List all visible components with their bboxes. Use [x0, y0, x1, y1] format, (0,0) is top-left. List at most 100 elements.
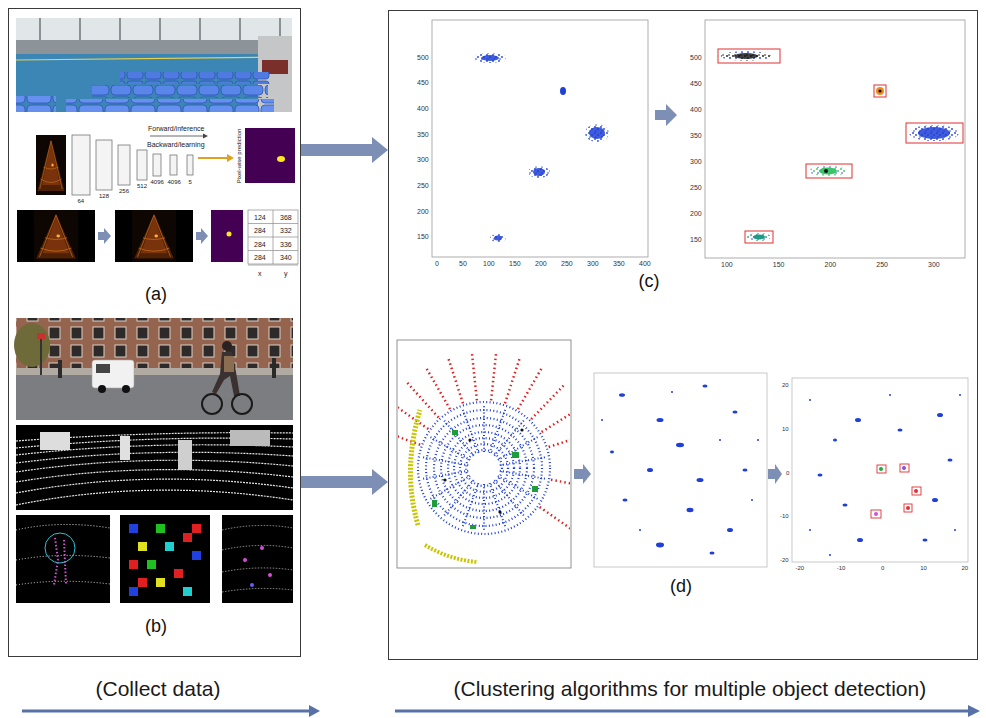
step-arrow — [655, 104, 677, 126]
segmentation-samples-part-part — [222, 525, 293, 530]
street-photo-part — [16, 368, 293, 375]
lidar-point-cloud-part-part-part — [426, 410, 542, 526]
lidar-point-cloud-part-part — [518, 368, 542, 410]
axis-tick: 350 — [690, 132, 702, 139]
lidar-point-cloud-part-part — [505, 358, 520, 404]
layer-size: 5 — [189, 179, 192, 185]
segmentation-samples-part-part — [183, 587, 192, 596]
lidar-scan — [16, 425, 293, 510]
lidar-scan-part — [178, 440, 192, 470]
lidar-point-cloud-part-part — [472, 353, 477, 401]
street-photo-part — [212, 352, 240, 396]
detected-objects-plot-part — [809, 394, 961, 556]
lidar-point-cloud-part-part-part — [466, 450, 502, 486]
street-photo-part — [16, 375, 293, 420]
network-diagram-part-part — [187, 155, 193, 175]
scatter-plot-clustered-part-part — [906, 123, 963, 143]
lidar-point-cloud-part-part — [549, 432, 570, 447]
detected-objects-plot-part-part — [829, 554, 831, 556]
lidar-point-cloud-part-part-part — [448, 432, 520, 504]
axis-tick: 300 — [417, 156, 429, 163]
scatter-plot-raw-part — [560, 87, 566, 95]
segmentation-samples-part-part — [156, 524, 165, 533]
detected-objects-plot-part-part — [889, 394, 891, 396]
segmentation-samples-part-part — [222, 588, 293, 592]
axis-tick: 450 — [417, 79, 429, 86]
street-photo-part — [272, 358, 276, 378]
network-diagram-part — [36, 135, 66, 195]
filtered-point-cloud-part-part — [727, 528, 733, 532]
detected-objects-plot-part-part — [843, 503, 848, 506]
segmentation-samples-part-part — [129, 524, 138, 533]
filtered-point-cloud-part-part — [697, 478, 704, 482]
table-cell: y — [284, 270, 288, 277]
lidar-point-cloud-part-part — [494, 420, 524, 456]
street-photo — [14, 318, 293, 420]
pipeline-row-part-part — [248, 265, 298, 266]
network-diagram-part-part — [72, 135, 90, 195]
segmentation-samples-part-part — [138, 578, 147, 587]
detected-objects-plot-part-part — [898, 428, 903, 431]
lidar-scan-part — [16, 425, 293, 510]
scatter-plot-clustered-part — [718, 49, 963, 243]
axis-tick: 10 — [782, 426, 789, 432]
process-arrow — [22, 705, 980, 717]
process-arrow-part — [309, 705, 320, 717]
pool-photo-part — [66, 99, 274, 112]
lidar-point-cloud-part-part — [425, 545, 478, 562]
detected-objects-plot-part-part — [857, 538, 863, 542]
detected-objects-plot-part-part — [809, 399, 811, 401]
scatter-plot-raw-part — [494, 236, 502, 241]
filtered-point-cloud-part-part — [619, 393, 625, 397]
lidar-point-cloud-part-part-part — [443, 478, 446, 481]
scatter-plot-raw-part — [432, 20, 648, 257]
segmentation-samples-part — [45, 533, 75, 563]
scatter-plot-clustered-part — [734, 53, 758, 59]
lidar-point-cloud-part-part — [448, 358, 463, 404]
stage-caption: (Collect data) — [96, 678, 221, 699]
scatter-plot-clustered-part — [876, 87, 884, 95]
scatter-plot-raw-part — [528, 166, 550, 178]
lidar-point-cloud-part-part — [491, 353, 496, 401]
street-photo-part — [16, 318, 293, 420]
filtered-point-cloud-part-part — [601, 419, 603, 421]
table-cell: 332 — [280, 227, 292, 234]
scatter-plot-raw-part — [490, 234, 506, 242]
process-arrow-part — [22, 710, 311, 713]
scatter-plot-clustered-part — [747, 233, 771, 241]
step-arrow — [768, 464, 782, 484]
table-cell: 336 — [280, 241, 292, 248]
scatter-plot-clustered-part-part — [806, 164, 852, 178]
pool-photo — [16, 18, 292, 112]
axis-tick: 20 — [962, 565, 969, 571]
filtered-point-cloud-part-part — [757, 439, 759, 441]
pipeline-row-part — [132, 210, 176, 262]
filtered-point-cloud-part-part — [719, 439, 721, 441]
lidar-point-cloud-part-part-part — [532, 486, 538, 492]
axis-tick: -10 — [780, 513, 789, 519]
detected-objects-plot-part-part — [948, 458, 953, 461]
lidar-point-cloud-part-part-part — [520, 428, 523, 431]
lidar-point-cloud-part-part — [484, 484, 485, 531]
detected-objects-plot-part-part — [809, 529, 811, 531]
pool-photo-part — [16, 96, 56, 112]
segmentation-samples-part-part — [129, 587, 138, 596]
filtered-point-cloud-part-part — [647, 468, 653, 472]
detected-objects-plot-part — [902, 466, 906, 470]
lidar-point-cloud-part-part — [551, 480, 570, 488]
figure-label: Backward/learning — [147, 141, 205, 148]
layer-size: 256 — [119, 188, 129, 194]
detected-objects-plot-part-part — [923, 538, 928, 541]
scatter-plot-clustered-part — [753, 235, 765, 240]
detected-objects-plot-part-part — [818, 473, 823, 476]
axis-tick: 250 — [690, 184, 702, 191]
scatter-plot-clustered-part — [824, 169, 828, 173]
detected-objects-plot-part-part — [959, 394, 961, 396]
lidar-point-cloud-part-part — [484, 405, 485, 452]
segmentation-samples-part — [120, 515, 210, 603]
lidar-point-cloud-part-part-part — [418, 402, 550, 534]
segmentation-samples — [16, 515, 293, 603]
segmentation-samples-part — [243, 558, 247, 562]
lidar-point-cloud-part-part — [443, 428, 523, 513]
detected-objects-plot-part — [874, 512, 878, 516]
